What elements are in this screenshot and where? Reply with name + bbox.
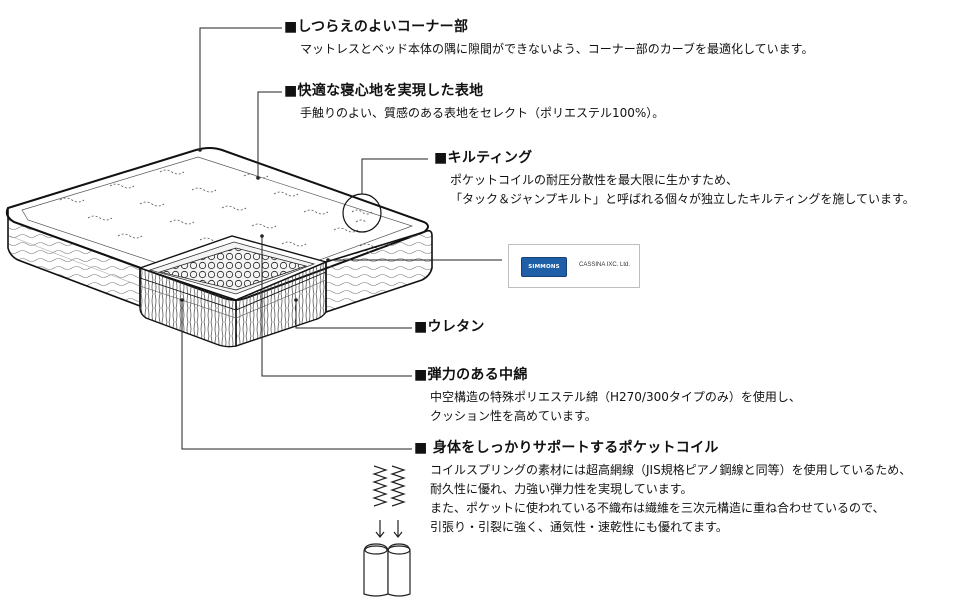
simmons-logo-text: SIMMONS [528, 264, 560, 270]
brand-badge-text: CASSINA IXC. Ltd. [579, 262, 631, 268]
pocket-illustration [363, 543, 411, 597]
feature-title: ■ 身体をしっかりサポートするポケットコイル [414, 440, 719, 456]
simmons-logo: SIMMONS [521, 257, 567, 277]
feature-quilting: ■キルティング ポケットコイルの耐圧分散性を最大限に生かすため、 「タック＆ジャ… [434, 149, 915, 209]
feature-pocket-coil: ■ 身体をしっかりサポートするポケットコイル コイルスプリングの素材には超高網線… [414, 439, 911, 537]
feature-line: ポケットコイルの耐圧分散性を最大限に生かすため、 [450, 173, 739, 187]
pocket-coil-field [158, 247, 308, 291]
feature-title: ■弾力のある中綿 [414, 367, 528, 383]
feature-fabric: ■快適な寝心地を実現した表地 手触りのよい、質感のある表地をセレクト（ポリエステ… [284, 82, 664, 123]
leader-lines [181, 27, 502, 450]
feature-line: 中空構造の特殊ポリエステル綿（H270/300タイプのみ）を使用し、 [430, 390, 801, 404]
feature-line: マットレスとベッド本体の隅に隙間ができないよう、コーナー部のカーブを最適化してい… [300, 42, 814, 56]
feature-line: クッション性を高めています。 [430, 409, 597, 423]
feature-line: 「タック＆ジャンプキルト」と呼ばれる個々が独立したキルティングを施しています。 [450, 192, 915, 206]
feature-line: また、ポケットに使われている不織布は繊維を三次元構造に重ね合わせているので、 [430, 501, 885, 515]
feature-line: 耐久性に優れ、力強い弾力性を実現しています。 [430, 482, 693, 496]
brand-badge: SIMMONS CASSINA IXC. Ltd. [508, 244, 640, 288]
feature-corner: ■しつらえのよいコーナー部 マットレスとベッド本体の隅に隙間ができないよう、コー… [284, 18, 813, 59]
feature-title: ■キルティング [434, 150, 533, 166]
feature-urethane: ■ウレタン [414, 318, 485, 336]
feature-line: 手触りのよい、質感のある表地をセレクト（ポリエステル100%）。 [300, 106, 665, 120]
feature-padding: ■弾力のある中綿 中空構造の特殊ポリエステル綿（H270/300タイプのみ）を使… [414, 366, 801, 426]
coil-spring-illustration [372, 465, 406, 538]
cutaway-front-left [139, 267, 237, 348]
cutaway-front-right [235, 260, 327, 347]
mattress-side-right [325, 229, 433, 314]
feature-line: コイルスプリングの素材には超高網線（JIS規格ピアノ鋼線と同等）を使用しているた… [430, 463, 912, 477]
feature-title: ■快適な寝心地を実現した表地 [284, 83, 484, 99]
feature-title: ■ウレタン [414, 319, 485, 335]
feature-line: 引張り・引裂に強く、通気性・速乾性にも優れてます。 [430, 520, 728, 534]
feature-title: ■しつらえのよいコーナー部 [284, 19, 469, 35]
